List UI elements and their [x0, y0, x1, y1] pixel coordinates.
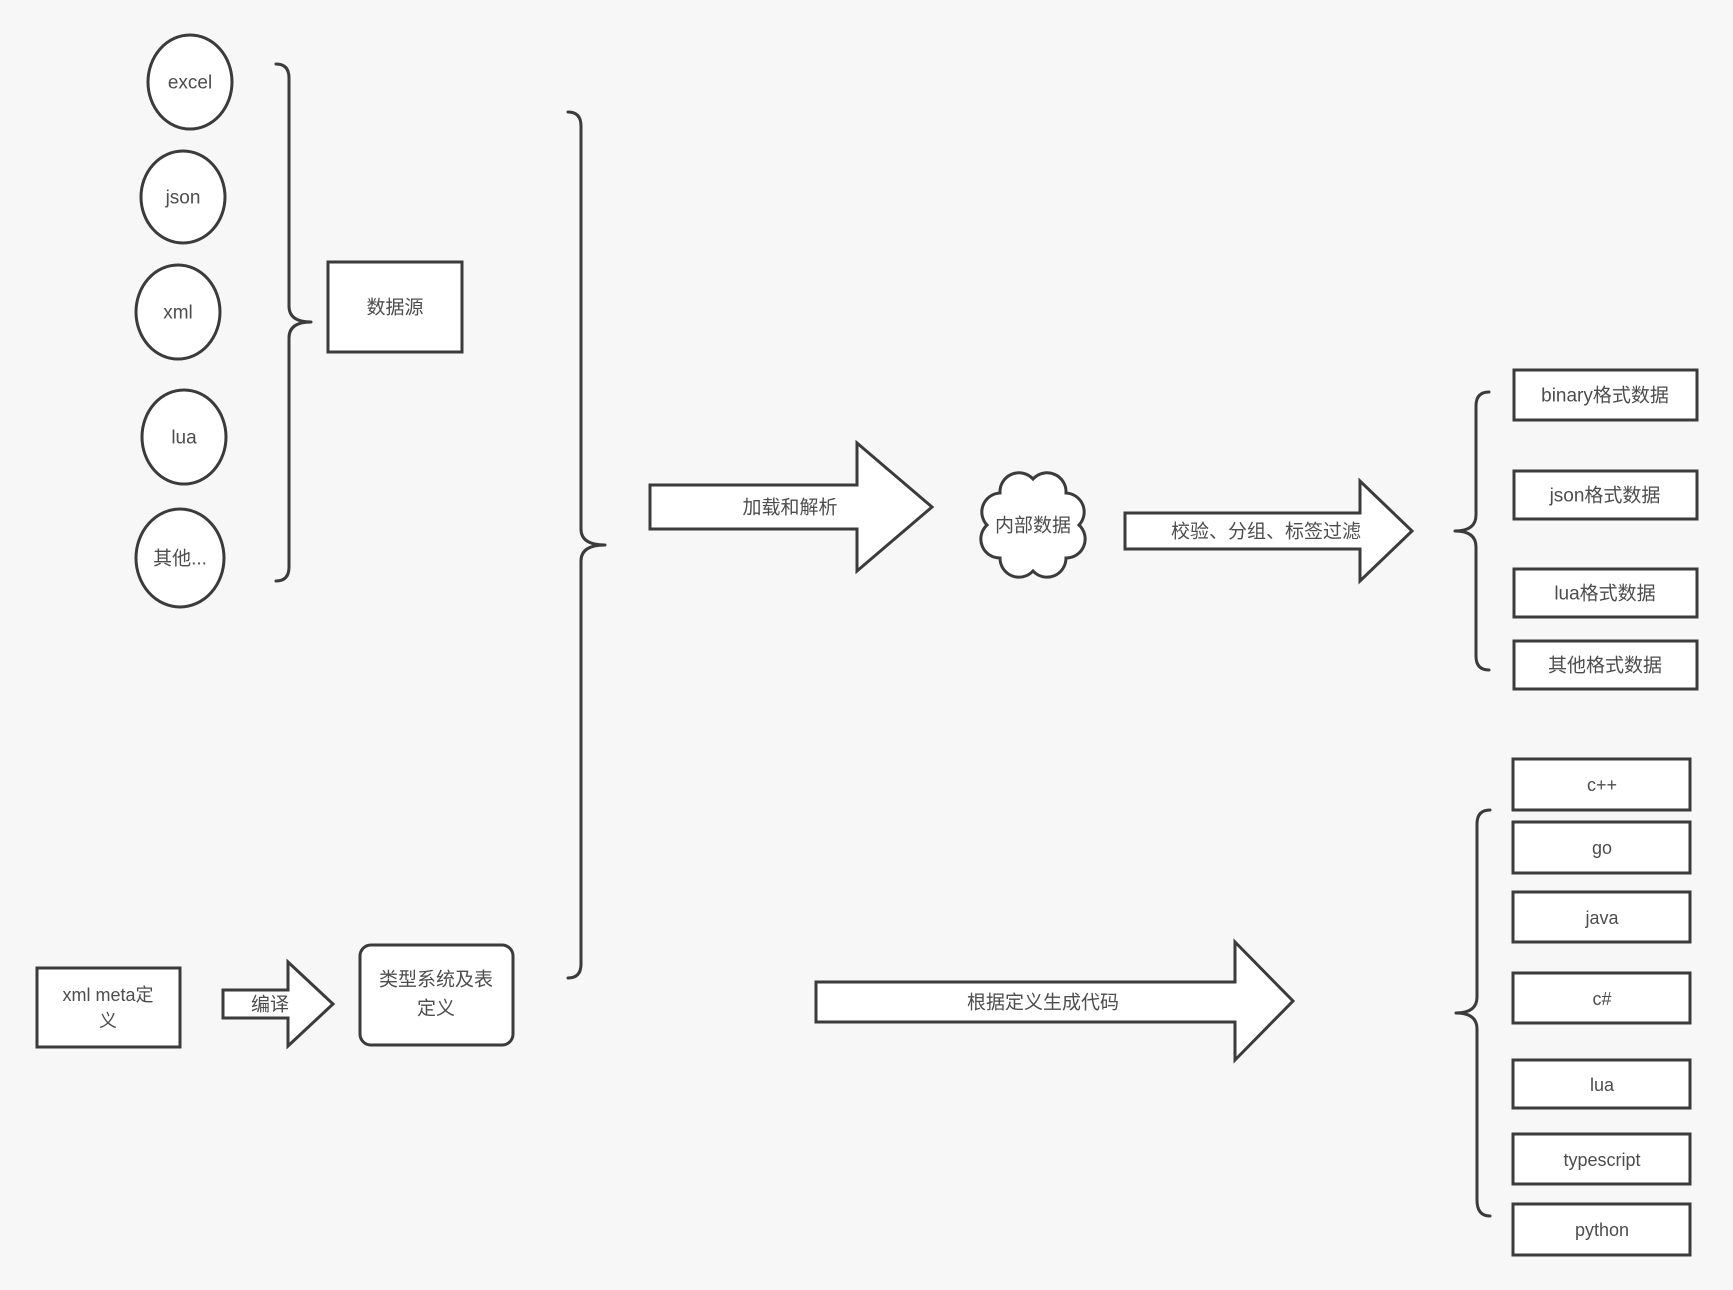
load-parse-arrow-label: 加载和解析	[742, 497, 837, 519]
format-box-lua-label: lua格式数据	[1554, 583, 1655, 605]
source-node-excel-shape	[146, 33, 234, 131]
lang-box-cpp: c++	[1511, 757, 1692, 812]
lang-box-cpp-label: c++	[1587, 775, 1617, 795]
source-node-lua: lua	[140, 388, 228, 486]
type-system-box: 类型系统及表 定义	[358, 943, 515, 1047]
formats-brace	[1453, 390, 1491, 672]
internal-data-cloud-label: 内部数据	[995, 515, 1071, 537]
compile-arrow: 编译	[221, 958, 336, 1050]
lang-box-typescript-label: typescript	[1563, 1150, 1640, 1170]
lang-box-lua-label: lua	[1590, 1075, 1615, 1095]
lang-box-typescript: typescript	[1511, 1132, 1692, 1186]
source-node-json-label: json	[165, 188, 201, 209]
xml-meta-box-label-line1: xml meta定	[62, 985, 153, 1005]
lang-box-python-label: python	[1575, 1220, 1629, 1240]
generate-code-arrow-shape	[814, 938, 1296, 1064]
generate-code-arrow: 根据定义生成代码	[814, 938, 1296, 1064]
lang-box-go: go	[1511, 820, 1692, 875]
lang-box-csharp-label: c#	[1592, 989, 1611, 1009]
source-node-excel: excel	[146, 33, 234, 131]
data-source-box: 数据源	[326, 260, 464, 354]
lang-box-typescript-shape	[1511, 1132, 1692, 1186]
source-node-xml-label: xml	[163, 303, 193, 324]
internal-data-cloud: 内部数据	[979, 471, 1087, 579]
source-node-xml-shape	[134, 263, 222, 361]
source-node-json: json	[139, 149, 227, 245]
lang-box-lua-shape	[1511, 1058, 1692, 1110]
xml-meta-box-label-line2: 义	[99, 1011, 117, 1031]
compile-arrow-shape	[221, 958, 336, 1050]
lang-box-python: python	[1511, 1202, 1692, 1257]
main-brace	[566, 110, 607, 980]
filter-arrow: 校验、分组、标签过滤	[1123, 477, 1415, 585]
format-box-other-shape	[1512, 639, 1699, 691]
lang-box-csharp: c#	[1511, 971, 1692, 1025]
lang-box-java: java	[1511, 890, 1692, 944]
internal-data-cloud-shape	[979, 471, 1087, 579]
lang-box-lua: lua	[1511, 1058, 1692, 1110]
source-node-other-label: 其他...	[153, 548, 207, 570]
sources-brace	[274, 62, 313, 583]
languages-brace	[1454, 808, 1492, 1218]
source-node-json-shape	[139, 149, 227, 245]
source-node-lua-label: lua	[171, 428, 197, 449]
xml-meta-box-shape	[35, 966, 182, 1049]
lang-box-java-shape	[1511, 890, 1692, 944]
data-source-box-label: 数据源	[366, 297, 423, 319]
source-node-xml: xml	[134, 263, 222, 361]
format-box-other-label: 其他格式数据	[1548, 655, 1662, 677]
source-node-other: 其他...	[134, 507, 226, 609]
format-box-binary: binary格式数据	[1512, 368, 1699, 422]
data-source-box-shape	[326, 260, 464, 354]
format-box-other: 其他格式数据	[1512, 639, 1699, 691]
compile-arrow-label: 编译	[251, 994, 289, 1016]
load-parse-arrow: 加载和解析	[648, 439, 935, 575]
format-box-json-shape	[1512, 469, 1699, 521]
filter-arrow-shape	[1123, 477, 1415, 585]
format-box-lua-shape	[1512, 567, 1699, 619]
type-system-box-label-line2: 定义	[417, 998, 455, 1020]
xml-meta-box: xml meta定 义	[35, 966, 182, 1049]
lang-box-go-shape	[1511, 820, 1692, 875]
filter-arrow-label: 校验、分组、标签过滤	[1171, 521, 1361, 543]
generate-code-arrow-label: 根据定义生成代码	[967, 992, 1119, 1014]
format-box-binary-shape	[1512, 368, 1699, 422]
format-box-lua: lua格式数据	[1512, 567, 1699, 619]
format-box-json: json格式数据	[1512, 469, 1699, 521]
lang-box-java-label: java	[1584, 908, 1619, 928]
load-parse-arrow-shape	[648, 439, 935, 575]
type-system-box-shape	[358, 943, 515, 1047]
lang-box-cpp-shape	[1511, 757, 1692, 812]
type-system-box-label-line1: 类型系统及表	[379, 969, 493, 991]
lang-box-python-shape	[1511, 1202, 1692, 1257]
source-node-lua-shape	[140, 388, 228, 486]
source-node-other-shape	[134, 507, 226, 609]
lang-box-go-label: go	[1592, 838, 1612, 858]
format-box-binary-label: binary格式数据	[1541, 385, 1669, 407]
format-box-json-label: json格式数据	[1549, 485, 1661, 507]
lang-box-csharp-shape	[1511, 971, 1692, 1025]
source-node-excel-label: excel	[168, 73, 212, 94]
